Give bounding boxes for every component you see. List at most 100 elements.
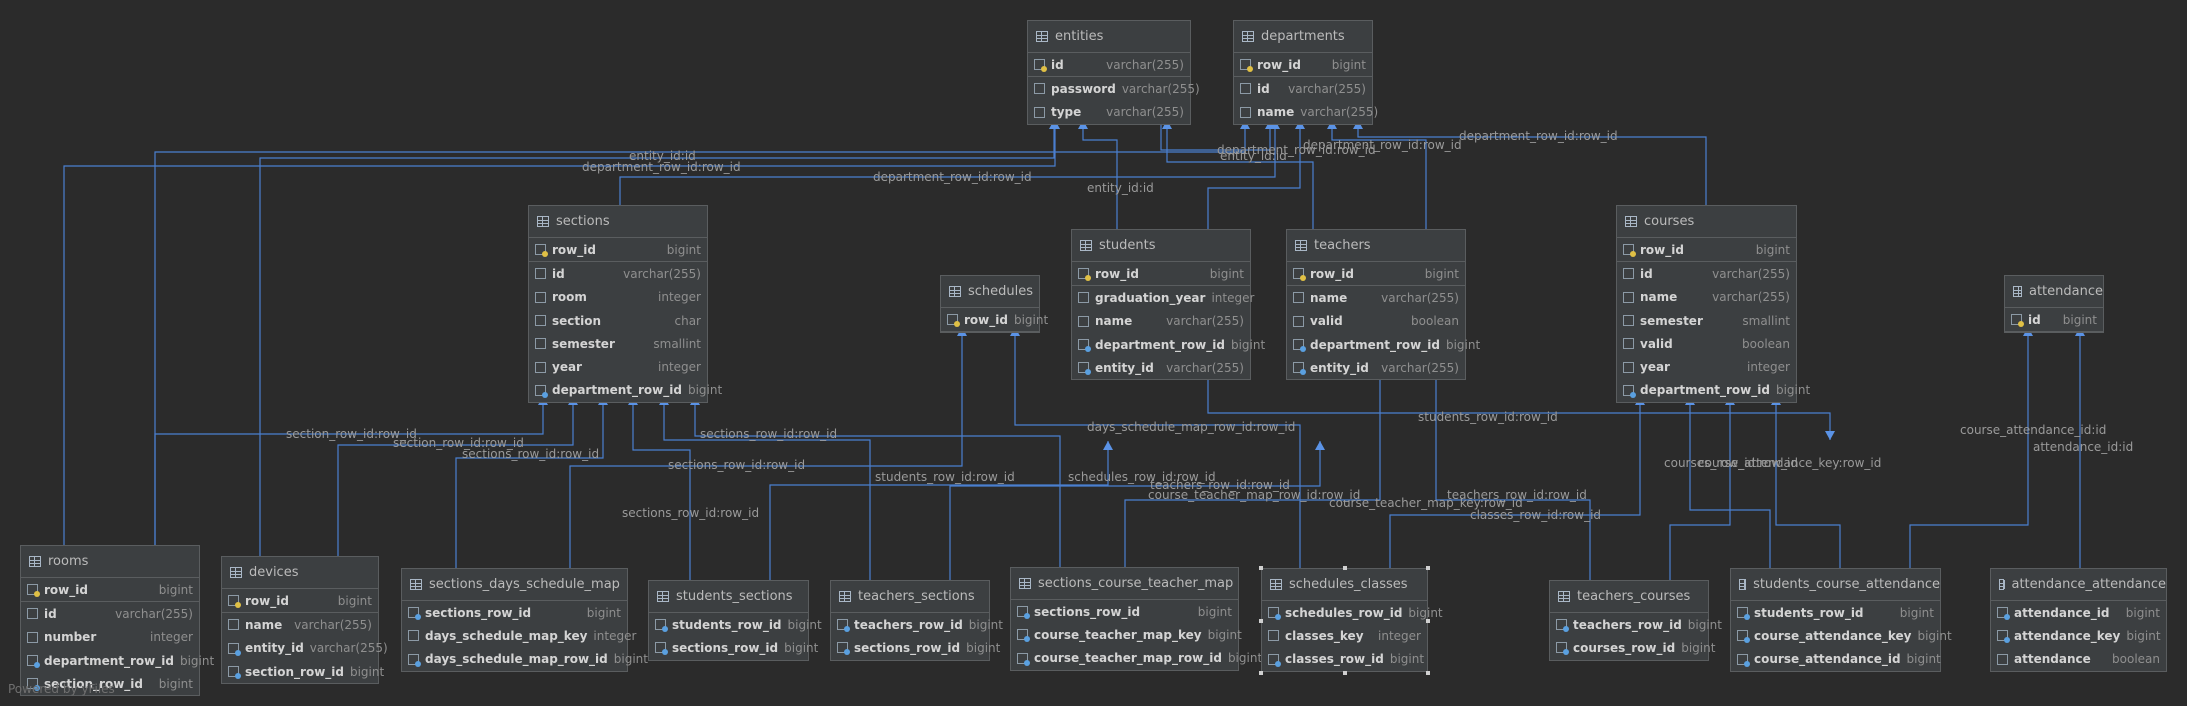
table-header[interactable]: courses — [1617, 206, 1796, 238]
relationship-edge[interactable] — [1082, 120, 1118, 229]
table-header[interactable]: rooms — [21, 546, 199, 578]
selection-handle[interactable] — [1259, 566, 1263, 570]
table-header[interactable]: students_sections — [649, 581, 808, 613]
table-header[interactable]: schedules — [941, 276, 1039, 308]
selection-handle[interactable] — [1259, 670, 1263, 675]
relationship-edge[interactable] — [1775, 396, 1841, 568]
relationship-edge[interactable] — [1689, 396, 1771, 580]
relationship-edge[interactable] — [769, 441, 1109, 580]
relationship-edge[interactable] — [1669, 396, 1731, 580]
table-header[interactable]: departments — [1234, 21, 1372, 53]
table-header[interactable]: students_course_attendance — [1731, 569, 1940, 601]
selection-handle[interactable] — [1426, 619, 1430, 624]
table-header[interactable]: teachers — [1287, 230, 1465, 262]
table-header[interactable]: schedules_classes — [1262, 569, 1427, 601]
table-header[interactable]: students — [1072, 230, 1250, 262]
table-header[interactable]: entities — [1028, 21, 1190, 53]
selection-handle[interactable] — [1342, 670, 1347, 675]
relationship-edge[interactable] — [1331, 120, 1427, 229]
table-header[interactable]: sections — [529, 206, 707, 238]
relationship-edge[interactable] — [632, 396, 691, 580]
relationship-edge[interactable] — [1909, 327, 2029, 568]
selection-handle[interactable] — [1342, 566, 1347, 570]
selection-handle[interactable] — [1426, 670, 1430, 675]
relationship-edge[interactable] — [949, 441, 1321, 580]
relationship-edge[interactable] — [1435, 370, 1591, 580]
relationship-edge[interactable] — [1207, 120, 1301, 229]
selection-handle[interactable] — [1259, 619, 1263, 624]
table-header[interactable]: devices — [222, 557, 378, 589]
table-header[interactable]: attendance_attendance — [1991, 569, 2166, 601]
relationship-edge[interactable] — [663, 396, 871, 580]
